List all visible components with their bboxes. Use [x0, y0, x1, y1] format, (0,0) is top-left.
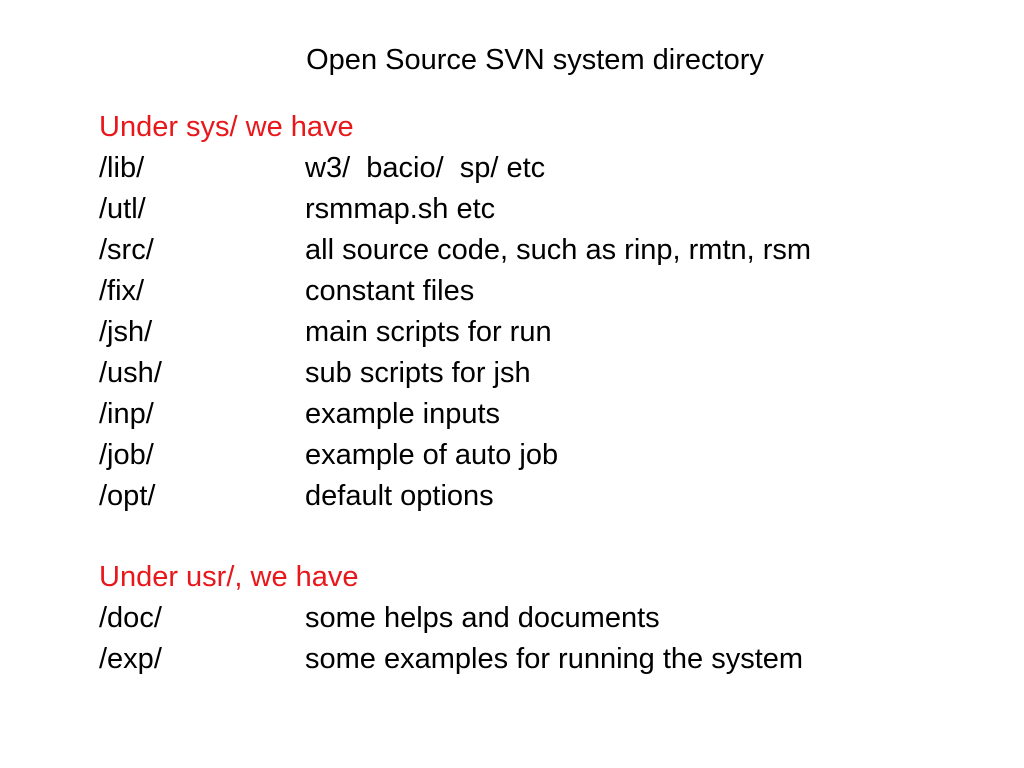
directory-description: rsmmap.sh etc [305, 193, 496, 225]
directory-row-exp: /exp/ some examples for running the syst… [99, 639, 999, 680]
directory-row-jsh: /jsh/ main scripts for run [99, 312, 999, 353]
directory-description: default options [305, 480, 494, 512]
directory-path: /src/ [99, 234, 154, 266]
directory-row-job: /job/ example of auto job [99, 435, 999, 476]
directory-path: /jsh/ [99, 316, 153, 348]
directory-path: /job/ [99, 439, 154, 471]
directory-path: /doc/ [99, 602, 162, 634]
directory-path: /inp/ [99, 398, 154, 430]
section-sys: Under sys/ we have /lib/ w3/ bacio/ sp/ … [99, 107, 999, 517]
directory-description: all source code, such as rinp, rmtn, rsm [305, 234, 812, 266]
directory-description: some helps and documents [305, 602, 660, 634]
directory-row-inp: /inp/ example inputs [99, 394, 999, 435]
directory-row-src: /src/ all source code, such as rinp, rmt… [99, 230, 999, 271]
directory-row-doc: /doc/ some helps and documents [99, 598, 999, 639]
directory-description: sub scripts for jsh [305, 357, 531, 389]
directory-row-lib: /lib/ w3/ bacio/ sp/ etc [99, 148, 999, 189]
directory-row-ush: /ush/ sub scripts for jsh [99, 353, 999, 394]
directory-path: /lib/ [99, 152, 145, 184]
section-heading-usr: Under usr/, we have [99, 561, 359, 593]
directory-row-fix: /fix/ constant files [99, 271, 999, 312]
directory-path: /fix/ [99, 275, 145, 307]
directory-path: /exp/ [99, 643, 162, 675]
directory-path: /utl/ [99, 193, 146, 225]
directory-description: main scripts for run [305, 316, 552, 348]
directory-description: example of auto job [305, 439, 559, 471]
section-heading-sys: Under sys/ we have [99, 111, 354, 143]
directory-description: constant files [305, 275, 475, 307]
directory-row-utl: /utl/ rsmmap.sh etc [99, 189, 999, 230]
section-usr: Under usr/, we have /doc/ some helps and… [99, 557, 999, 680]
directory-description: w3/ bacio/ sp/ etc [305, 152, 546, 184]
directory-path: /opt/ [99, 480, 156, 512]
directory-row-opt: /opt/ default options [99, 476, 999, 517]
slide-title: Open Source SVN system directory [306, 44, 764, 76]
directory-path: /ush/ [99, 357, 162, 389]
directory-description: example inputs [305, 398, 501, 430]
directory-description: some examples for running the system [305, 643, 804, 675]
